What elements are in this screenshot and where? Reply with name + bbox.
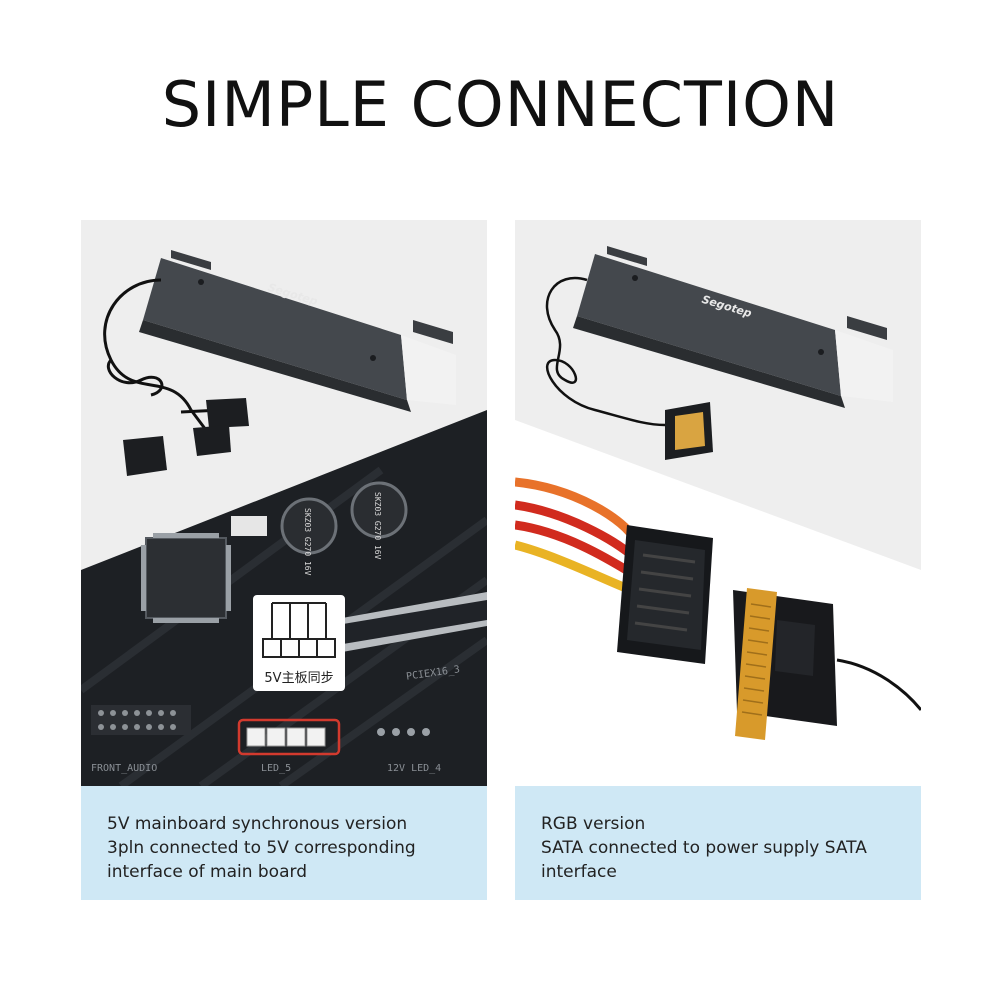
caption-line: SATA connected to power supply SATA — [541, 838, 867, 858]
caption-line: interface of main board — [107, 862, 307, 882]
mainboard-version-photo — [81, 220, 487, 786]
caption-line: interface — [541, 862, 617, 882]
page-title: SIMPLE CONNECTION — [161, 68, 840, 141]
right-product-panel: Segotep RGB version SATA connected to po… — [515, 220, 921, 900]
front-audio-label: FRONT_AUDIO — [91, 763, 158, 774]
sata-version-photo — [515, 220, 921, 786]
caption-line: RGB version — [541, 814, 646, 834]
board-sync-label: 5V主板同步 — [264, 671, 334, 686]
capacitor-label-1: SKZ03 G270 16V — [303, 508, 312, 576]
caption-line: 5V mainboard synchronous version — [107, 814, 408, 834]
left-product-panel: Segotep 5V主板同步 SKZ03 G270 16V SKZ03 G270… — [81, 220, 487, 900]
header-pins-icon — [262, 602, 336, 658]
board-sync-badge: 5V主板同步 — [253, 595, 345, 691]
led4-label: 12V LED_4 — [387, 763, 442, 774]
capacitor-label-2: SKZ03 G270 16V — [373, 492, 382, 560]
led5-label: LED_5 — [261, 763, 292, 774]
sata-caption: RGB version SATA connected to power supp… — [515, 786, 921, 900]
mainboard-caption: 5V mainboard synchronous version 3pln co… — [81, 786, 487, 900]
caption-line: 3pln connected to 5V corresponding — [107, 838, 416, 858]
